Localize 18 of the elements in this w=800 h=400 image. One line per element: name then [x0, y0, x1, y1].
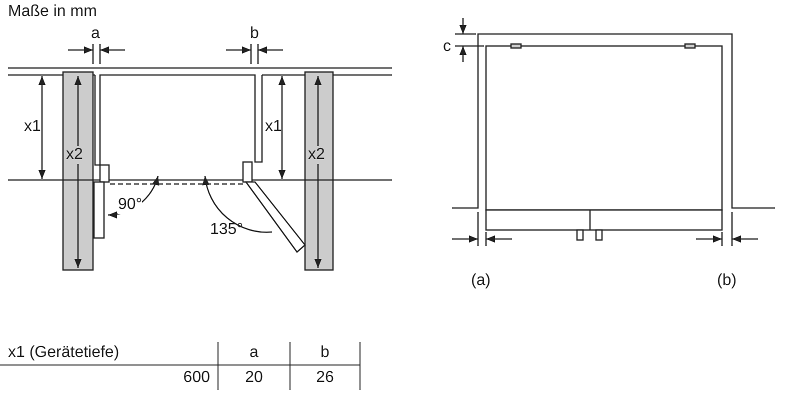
table-value: 600	[182, 369, 210, 387]
dimension-label: (b)	[717, 272, 737, 290]
dimension-label: x1	[265, 118, 282, 136]
column-header: x1 (Gerätetiefe)	[8, 344, 120, 362]
dimension-label: x2	[66, 146, 83, 164]
angle-label: 135°	[210, 221, 244, 239]
column-header: b	[320, 344, 330, 362]
dimension-label: b	[250, 25, 259, 43]
dimension-label: (a)	[471, 272, 491, 290]
column-header: a	[248, 344, 260, 362]
dimension-label: x2	[308, 146, 325, 164]
angle-label: 90°	[118, 196, 142, 214]
dimension-label: c	[443, 38, 451, 56]
table-value: 20	[244, 369, 264, 387]
dimension-label: a	[91, 25, 100, 43]
dimension-label: x1	[24, 118, 41, 136]
unit-note: Maße in mm	[8, 3, 97, 21]
table-value: 26	[315, 369, 335, 387]
